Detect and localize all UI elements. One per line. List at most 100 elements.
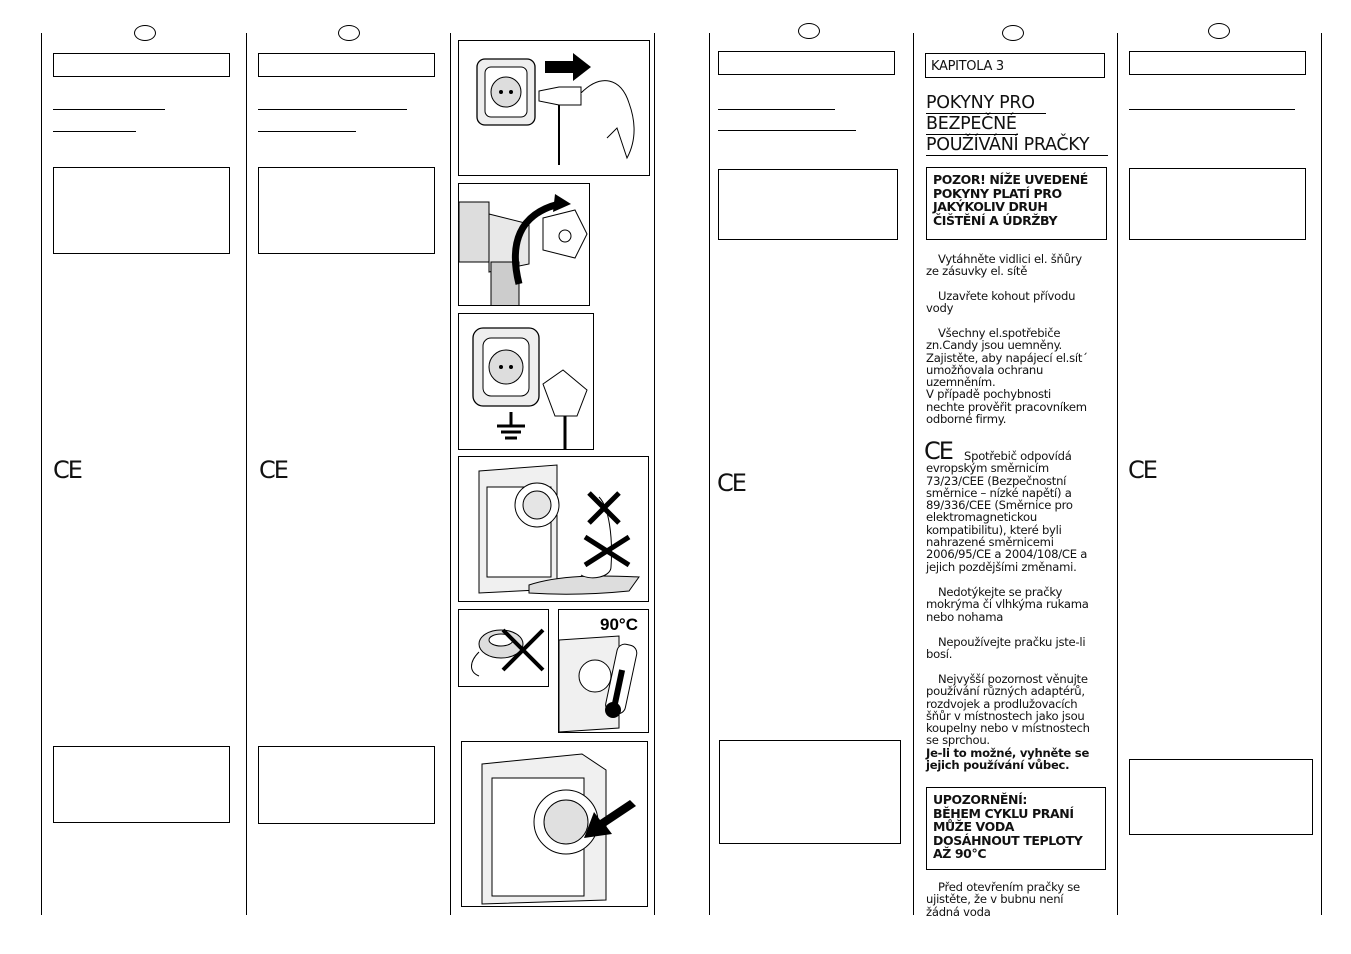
warning-line: POZOR! NÍŽE UVEDENÉ	[933, 172, 1088, 187]
title-underline	[258, 109, 407, 110]
title-underline	[1129, 109, 1295, 110]
text-line: zn.Candy jsou uemněny.	[926, 338, 1062, 353]
text-line: žádná voda	[926, 904, 991, 919]
text-line: bosí.	[926, 647, 953, 662]
ce-mark: CE	[53, 456, 83, 484]
text-line: Spotřebič odpovídá	[964, 449, 1072, 463]
text-line: Před otevřením pračky se	[938, 880, 1080, 894]
title-underline	[53, 109, 165, 110]
title-line: POKYNY PRO	[926, 93, 1035, 113]
text-line: elektromagnetickou	[926, 510, 1037, 525]
figure-drum-water	[461, 741, 648, 907]
ce-mark: CE	[717, 469, 747, 497]
text-line: šňůr v místnostech jako jsou	[926, 708, 1085, 723]
language-marker	[1208, 23, 1230, 39]
caution-line: DOSÁHNOUT TEPLOTY	[933, 832, 1083, 848]
caution-box	[53, 746, 230, 823]
page-title: POKYNY PRO BEZPEČNÉ POUŽÍVÁNÍ PRAČKY	[926, 93, 1116, 156]
text-line: evropským směrnicím	[926, 461, 1049, 476]
caution-line: BĚHEM CYKLU PRANÍ	[933, 805, 1074, 821]
text-line: rozdvojek a prodlužovacích	[926, 696, 1078, 711]
chapter-label: KAPITOLA 3	[925, 53, 1105, 78]
text-line: odborné firmy.	[926, 412, 1007, 427]
paragraph-adapters: Nejvyšší pozornost věnujte používání růz…	[926, 672, 1112, 773]
text-line: Všechny el.spotřebiče	[938, 326, 1061, 340]
caution-box	[719, 740, 901, 844]
caution-box	[258, 746, 435, 824]
column-rule	[913, 33, 914, 915]
text-line: Nejvyšší pozornost věnujte	[938, 672, 1088, 686]
warning-box	[718, 169, 898, 240]
column-rule	[654, 33, 655, 915]
column-rule	[41, 33, 42, 915]
caution-line: MŮŽE VODA	[933, 819, 1015, 834]
warning-box	[1129, 168, 1306, 240]
text-line: mokrýma či vlhkýma rukama	[926, 597, 1089, 612]
column-rule	[1117, 33, 1118, 915]
title-underline	[926, 113, 1046, 114]
title-line: BEZPEČNÉ	[926, 114, 1017, 134]
text-line: V případě pochybnosti	[926, 387, 1051, 402]
text-line: uzemněním.	[926, 375, 996, 390]
text-line: umožňovala ochranu	[926, 362, 1044, 377]
figure-unplug	[458, 40, 650, 176]
paragraph-water-tap: Uzavřete kohout přívodu vody	[926, 290, 1112, 315]
caution-box	[1129, 759, 1313, 835]
figure-earthed-socket	[458, 313, 594, 450]
paragraph-wet-hands: Nedotýkejte se pračky mokrýma či vlhkýma…	[926, 586, 1112, 623]
column-rule	[1321, 33, 1322, 915]
paragraph-barefoot: Nepoužívejte pračku jste-li bosí.	[926, 636, 1112, 661]
text-line: kompatibilitu), které byli	[926, 522, 1062, 537]
language-marker	[798, 23, 820, 39]
text-line: 89/336/CEE (Směrnice pro	[926, 498, 1073, 513]
text-line: Nedotýkejte se pračky	[938, 585, 1063, 599]
figure-hot-water: 90°C	[558, 609, 649, 733]
warning-box	[258, 167, 435, 254]
paragraph-drum-water: Před otevřením pračky se ujistěte, že v …	[926, 881, 1112, 918]
chapter-header-box	[258, 53, 435, 77]
text-line: nebo nohama	[926, 609, 1004, 624]
column-rule	[450, 33, 451, 915]
text-line: Zajistěte, aby napájecí el.sít´	[926, 350, 1088, 365]
warning-line: JAKÝKOLIV DRUH	[933, 199, 1048, 214]
text-line: používání různých adaptérů,	[926, 684, 1085, 699]
text-line: 2006/95/CE a 2004/108/CE a	[926, 547, 1088, 562]
text-line: jejich používání vůbec.	[926, 758, 1070, 773]
figure-water-tap	[458, 183, 590, 306]
text-line: koupelny nebo v místnostech	[926, 721, 1090, 736]
text-line: Vytáhněte vidlici el. šňůry	[938, 252, 1082, 266]
text-line: nahrazené směrnicemi	[926, 535, 1054, 550]
chapter-header-box	[1129, 51, 1306, 75]
title-line: POUŽÍVÁNÍ PRAČKY	[926, 135, 1090, 155]
language-marker	[134, 25, 156, 41]
caution-line: AŽ 90°C	[933, 846, 987, 861]
column-rule	[709, 33, 710, 915]
figure-no-adapters	[458, 609, 549, 687]
paragraph-directives: Spotřebič odpovídá evropským směrnicím 7…	[926, 450, 1112, 573]
warning-line: ČIŠTĚNÍ A ÚDRŽBY	[933, 212, 1058, 228]
column-rule	[246, 33, 247, 915]
title-underline	[258, 131, 356, 132]
text-line: nechte prověřit pracovníkem	[926, 399, 1087, 414]
text-line: Uzavřete kohout přívodu	[938, 289, 1076, 303]
caution-box: UPOZORNĚNÍ: BĚHEM CYKLU PRANÍ MŮŽE VODA …	[926, 787, 1106, 870]
chapter-header-box	[53, 53, 230, 77]
ce-mark: CE	[259, 456, 289, 484]
text-line: ujistěte, že v bubnu není	[926, 892, 1064, 907]
ce-mark: CE	[924, 437, 954, 465]
paragraph-earthing: Všechny el.spotřebiče zn.Candy jsou uemn…	[926, 326, 1112, 427]
language-marker	[1002, 25, 1024, 41]
warning-line: POKYNY PLATÍ PRO	[933, 185, 1062, 201]
figure-wet-hands-feet	[458, 456, 649, 602]
temp-label: 90°C	[600, 615, 638, 634]
warning-box	[53, 167, 230, 254]
text-line: jejich pozdějšími změnami.	[926, 559, 1077, 574]
text-line: 73/23/CEE (Bezpečnostní	[926, 473, 1067, 488]
chapter-header-box	[718, 51, 895, 75]
ce-mark: CE	[1128, 456, 1158, 484]
text-line: směrnice – nízké napětí) a	[926, 485, 1072, 500]
paragraph-unplug: Vytáhněte vidlici el. šňůry ze zásuvky e…	[926, 253, 1112, 278]
title-underline	[718, 109, 835, 110]
caution-line: UPOZORNĚNÍ:	[933, 792, 1027, 807]
title-underline	[53, 131, 136, 132]
